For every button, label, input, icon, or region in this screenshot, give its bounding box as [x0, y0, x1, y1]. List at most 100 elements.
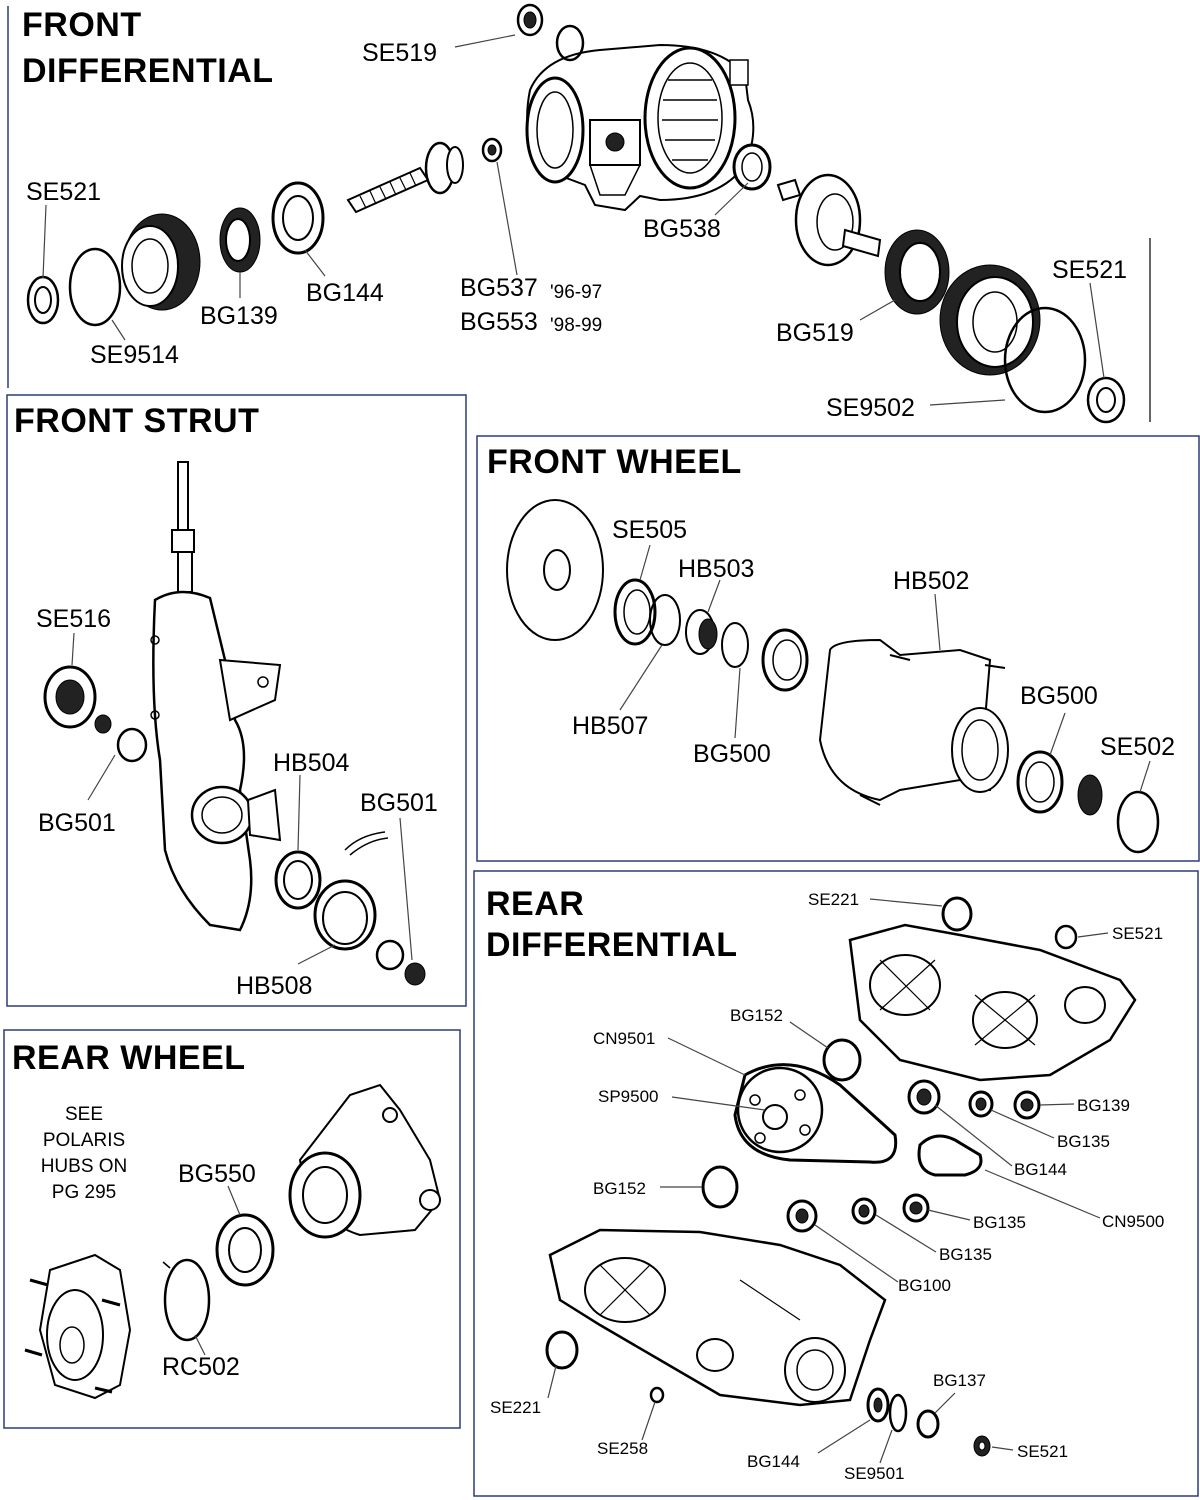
label-se521-bottom: SE521 — [1017, 1442, 1068, 1461]
rear-knuckle-drawing — [288, 1083, 442, 1239]
label-se521-top: SE521 — [1112, 924, 1163, 943]
label-se516: SE516 — [36, 605, 111, 633]
se521-left-seal — [26, 275, 60, 325]
label-bg501-left: BG501 — [38, 809, 116, 837]
note-line-4: PG 295 — [52, 1182, 116, 1203]
bg144-b-bearing — [866, 1387, 890, 1423]
front-wheel-section: FRONT WHEEL — [487, 443, 1175, 854]
se521-top-seal — [1054, 924, 1078, 950]
label-bg100: BG100 — [898, 1276, 951, 1295]
label-bg139: BG139 — [1077, 1096, 1130, 1115]
hb508-race — [313, 879, 377, 951]
chain-sprocket-drawing — [733, 1063, 983, 1177]
label-se519: SE519 — [362, 39, 437, 67]
label-bg135-c: BG135 — [939, 1245, 992, 1264]
label-bg537-years: '96-97 — [550, 282, 602, 303]
label-se505: SE505 — [612, 516, 687, 544]
note-line-1: SEE — [65, 1104, 103, 1125]
se9514-oring — [68, 247, 122, 327]
label-bg553: BG553 — [460, 308, 538, 336]
note-line-2: POLARIS — [43, 1130, 125, 1151]
label-se521-right: SE521 — [1052, 256, 1127, 284]
se521-right-seal — [1086, 376, 1126, 424]
se258-plug — [649, 1386, 665, 1404]
hub-drawing — [818, 638, 1009, 806]
bg139-bearing — [1013, 1090, 1041, 1120]
bg137-bearing — [916, 1409, 940, 1439]
label-hb507: HB507 — [572, 712, 648, 740]
se521-bottom-seal — [973, 1435, 991, 1457]
label-se258: SE258 — [597, 1439, 648, 1458]
bg135-a-bearing — [968, 1090, 994, 1118]
front-diff-housing-drawing — [525, 43, 755, 212]
label-bg550: BG550 — [178, 1160, 256, 1188]
label-bg152-top: BG152 — [730, 1006, 783, 1025]
bg519-bearing — [884, 229, 950, 315]
se221-bottom-seal — [545, 1330, 579, 1370]
bg144-a-bearing — [907, 1079, 941, 1115]
se9502-oring — [1003, 306, 1087, 414]
label-bg501-right: BG501 — [360, 789, 438, 817]
label-se9502: SE9502 — [826, 394, 915, 422]
rear-differential-section: REAR DIFFERENTIAL — [486, 885, 1164, 1483]
bg100-bearing — [786, 1199, 818, 1233]
label-se9501: SE9501 — [844, 1464, 905, 1483]
hb504-seal — [274, 831, 389, 910]
label-bg519: BG519 — [776, 319, 854, 347]
bg152-mid-seal — [701, 1165, 739, 1209]
label-hb508: HB508 — [236, 972, 312, 1000]
front-differential-title-line1: FRONT — [22, 6, 142, 44]
rear-wheel-leaders — [194, 1185, 241, 1356]
front-strut-title: FRONT STRUT — [14, 402, 259, 440]
output-flange-shaft — [776, 173, 882, 267]
rear-hub-drawing — [24, 1253, 132, 1400]
rear-diff-leaders — [547, 898, 1109, 1464]
label-bg144-b: BG144 — [747, 1452, 800, 1471]
front-wheel-title: FRONT WHEEL — [487, 443, 742, 481]
bg537-bushing — [481, 137, 503, 163]
brake-disc — [506, 499, 604, 641]
lower-case-drawing — [548, 1228, 887, 1407]
label-bg152-mid: BG152 — [593, 1179, 646, 1198]
rear-differential-box — [473, 870, 1199, 1497]
se9501-oring — [888, 1393, 908, 1433]
front-differential-section: FRONT DIFFERENTIAL — [22, 3, 1127, 424]
rear-wheel-title: REAR WHEEL — [12, 1039, 246, 1077]
rear-wheel-box — [3, 1029, 461, 1429]
carrier-bearing-left — [121, 213, 201, 311]
note-line-3: HUBS ON — [41, 1156, 128, 1177]
se505-seal — [613, 578, 657, 646]
label-bg137: BG137 — [933, 1371, 986, 1390]
se519-seal — [516, 3, 585, 62]
bg550-bearing — [215, 1213, 275, 1287]
front-wheel-box — [476, 435, 1200, 862]
label-se221-bottom: SE221 — [490, 1398, 541, 1417]
bg501-right-bearing — [375, 939, 426, 986]
front-strut-section: FRONT STRUT — [14, 402, 438, 1000]
bg144-bearing — [271, 181, 325, 255]
hb503-bearing — [685, 609, 749, 668]
label-bg553-years: '98-99 — [550, 315, 602, 336]
se502-seal — [1116, 790, 1160, 854]
label-bg537: BG537 — [460, 274, 538, 302]
label-cn9501: CN9501 — [593, 1029, 655, 1048]
front-differential-title-line2: DIFFERENTIAL — [22, 52, 274, 90]
label-bg538: BG538 — [643, 215, 721, 243]
label-hb504: HB504 — [273, 749, 350, 777]
label-se221-top: SE221 — [808, 890, 859, 909]
bg139-bearing — [219, 207, 261, 273]
label-bg144: BG144 — [306, 279, 384, 307]
se516-seal — [43, 665, 97, 729]
rear-differential-title-line1: REAR — [486, 885, 584, 923]
label-bg139: BG139 — [200, 302, 278, 330]
label-bg500-right: BG500 — [1020, 682, 1098, 710]
label-bg500-left: BG500 — [693, 740, 771, 768]
label-hb502: HB502 — [893, 567, 969, 595]
upper-case-drawing — [848, 923, 1137, 1082]
section-borders — [3, 6, 1200, 1497]
rear-differential-title-line2: DIFFERENTIAL — [486, 926, 738, 964]
bg500-right-race — [1016, 750, 1103, 816]
front-strut-leaders — [71, 632, 413, 965]
bg135-c-bearing — [851, 1197, 877, 1225]
